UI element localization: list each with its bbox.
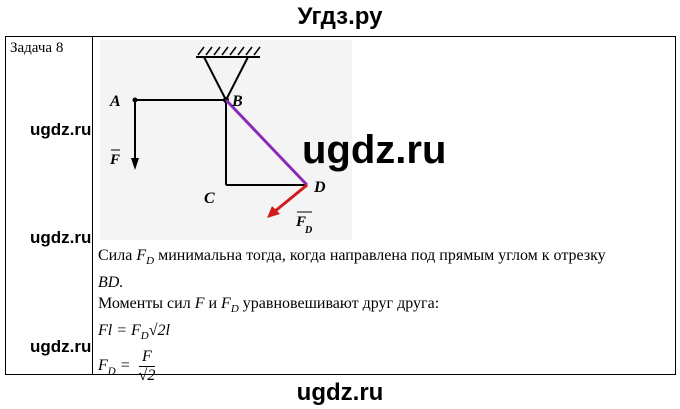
label-a: A bbox=[109, 93, 121, 110]
label-force-fd: F bbox=[295, 214, 306, 230]
watermark: ugdz.ru bbox=[30, 228, 92, 247]
bar-bd bbox=[224, 98, 309, 187]
solution-line-2: BD. bbox=[98, 274, 124, 292]
label-d: D bbox=[313, 179, 326, 196]
watermark: ugdz.ru bbox=[30, 120, 92, 139]
hinge-triangle bbox=[202, 56, 250, 103]
task-label: Задача 8 bbox=[10, 40, 64, 56]
label-force-f: F bbox=[109, 152, 120, 168]
label-c: C bbox=[204, 190, 215, 207]
fraction: F√2 bbox=[138, 347, 156, 384]
solution-text: Сила FD минимальна тогда, когда направле… bbox=[98, 245, 668, 385]
mechanics-diagram: A B C D F F D bbox=[100, 40, 352, 240]
task-table bbox=[5, 36, 676, 375]
watermark: ugdz.ru bbox=[30, 337, 92, 356]
site-header: Угдз.ру bbox=[297, 3, 383, 30]
label-force-fd-sub: D bbox=[304, 225, 312, 236]
solution-line-3: Моменты сил F и FD уравновешивают друг д… bbox=[98, 295, 440, 316]
ceiling-support bbox=[196, 46, 261, 58]
equation-1: Fl = FD√2l bbox=[98, 322, 170, 343]
watermark-center: ugdz.ru bbox=[302, 128, 447, 172]
column-divider bbox=[92, 36, 93, 375]
site-footer: ugdz.ru bbox=[296, 379, 384, 406]
equation-2: FD = F√2 bbox=[98, 347, 156, 384]
force-fd-arrow bbox=[273, 183, 308, 214]
label-b: B bbox=[231, 93, 243, 110]
solution-line-1: Сила FD минимальна тогда, когда направле… bbox=[98, 247, 606, 268]
